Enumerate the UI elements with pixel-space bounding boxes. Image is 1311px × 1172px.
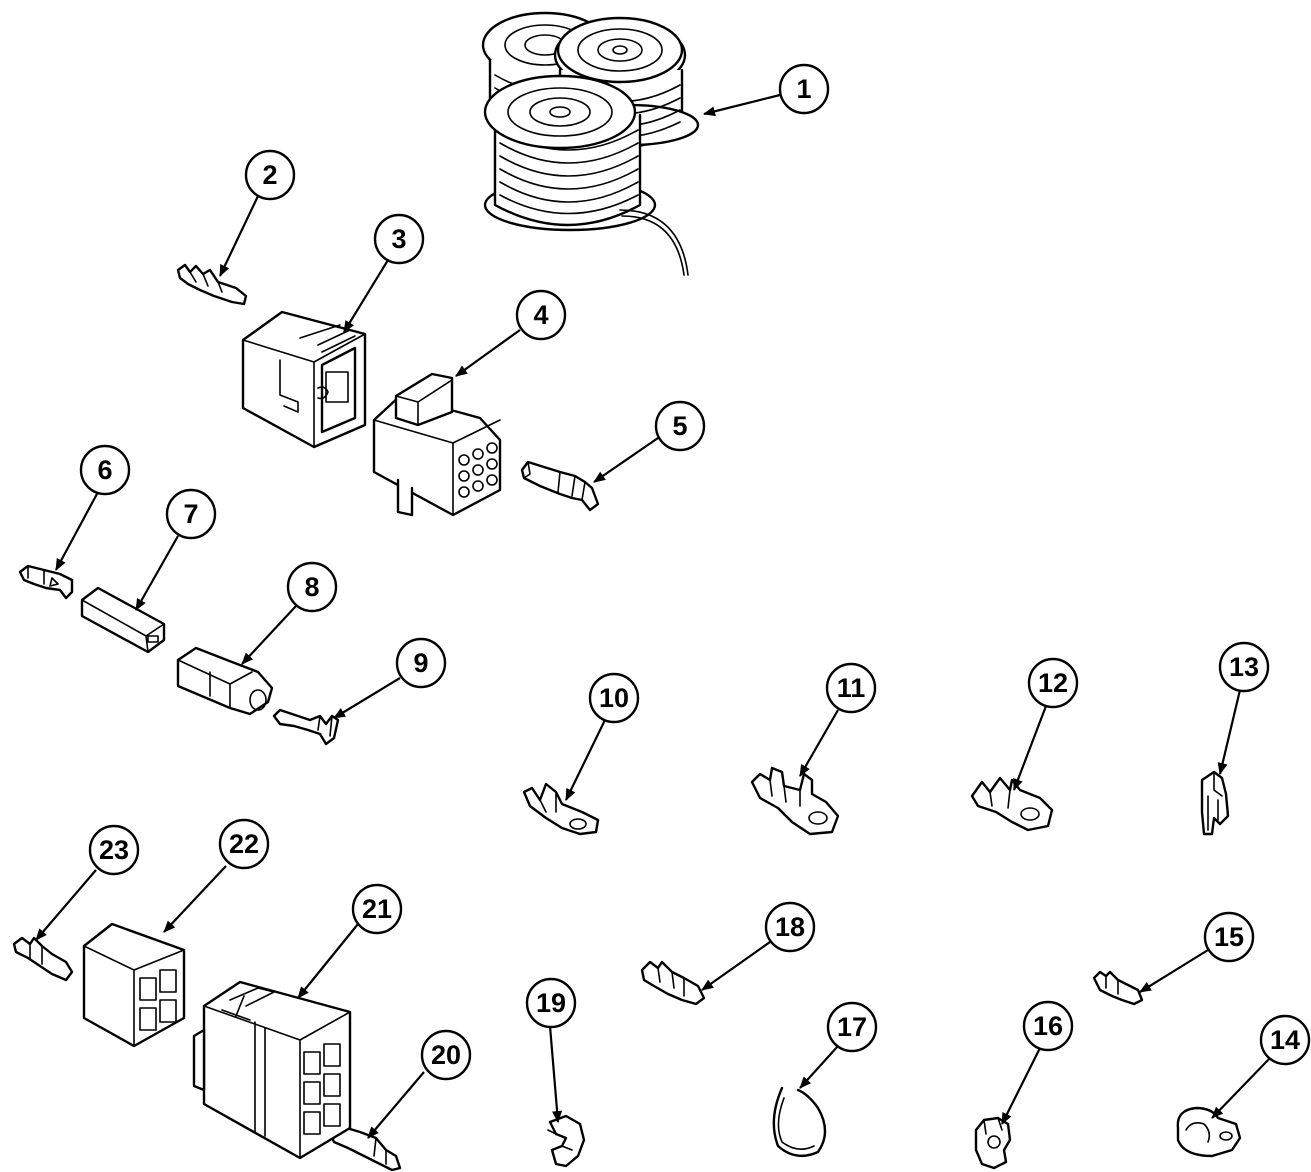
leader-16: [1001, 1047, 1041, 1125]
clip-16-illustration: [974, 1116, 1012, 1170]
callout-15-label: 15: [1214, 922, 1244, 952]
leader-4: [455, 329, 521, 377]
leader-10: [565, 719, 606, 801]
leader-8: [241, 605, 297, 665]
leader-3: [343, 259, 389, 333]
callout-4: 4: [515, 289, 567, 341]
connector-22-illustration: [82, 922, 186, 1048]
terminal-18-illustration: [640, 960, 706, 1006]
leader-2: [219, 195, 259, 277]
ring-terminal-10-illustration: [522, 782, 600, 836]
callout-14: 14: [1259, 1014, 1311, 1066]
callout-5-label: 5: [672, 411, 687, 441]
callout-17: 17: [826, 1001, 878, 1053]
connector-7-illustration: [80, 586, 166, 654]
callout-11: 11: [825, 662, 877, 714]
callout-6: 6: [79, 444, 131, 496]
callout-10-label: 10: [599, 683, 629, 713]
callout-19: 19: [525, 977, 577, 1029]
callout-13: 13: [1218, 641, 1270, 693]
terminal-20-illustration: [328, 1124, 402, 1172]
callout-12-label: 12: [1038, 668, 1068, 698]
callout-7: 7: [165, 488, 217, 540]
callout-15: 15: [1203, 911, 1255, 963]
terminal-9-illustration: [272, 708, 340, 746]
leader-lines: [35, 93, 1271, 1139]
leader-1: [703, 93, 781, 117]
leader-5: [593, 437, 659, 483]
callout-10: 10: [588, 672, 640, 724]
connector-21-illustration: [192, 980, 352, 1160]
callout-9-label: 9: [413, 648, 428, 678]
clip-17-illustration: [772, 1086, 827, 1158]
clamp-14-illustration: [1176, 1106, 1242, 1158]
callout-1-label: 1: [796, 74, 811, 104]
callout-19-label: 19: [536, 988, 566, 1018]
callout-22-label: 22: [229, 829, 259, 859]
callout-3-label: 3: [391, 224, 406, 254]
leader-9: [333, 677, 401, 719]
leader-23: [35, 869, 97, 941]
leader-7: [135, 535, 179, 611]
callout-13-label: 13: [1229, 652, 1259, 682]
callout-11-label: 11: [837, 673, 866, 703]
leader-20: [367, 1071, 425, 1139]
callout-17-label: 17: [837, 1012, 867, 1042]
callout-2-label: 2: [262, 160, 277, 190]
leader-19: [548, 1025, 563, 1123]
leader-14: [1211, 1057, 1271, 1119]
terminal-5-illustration: [520, 460, 600, 512]
callout-12: 12: [1027, 657, 1079, 709]
callout-20: 20: [420, 1029, 472, 1081]
callout-2: 2: [244, 149, 296, 201]
callout-6-label: 6: [97, 455, 112, 485]
callout-23-label: 23: [99, 835, 129, 865]
terminal-15-illustration: [1092, 970, 1144, 1006]
leader-11: [799, 709, 839, 777]
leader-21: [297, 923, 359, 999]
connector-3-illustration: [241, 310, 367, 449]
connector-8-illustration: [176, 646, 274, 716]
callout-21: 21: [351, 883, 403, 935]
callout-23: 23: [88, 824, 140, 876]
ring-terminal-11-illustration: [750, 766, 840, 836]
leader-12: [1012, 705, 1048, 791]
callout-22: 22: [218, 818, 270, 870]
terminal-13-illustration: [1200, 770, 1230, 836]
leader-6: [55, 491, 99, 571]
connector-4-illustration: [372, 372, 502, 517]
callout-8-label: 8: [304, 572, 319, 602]
terminal-2-illustration: [176, 263, 248, 306]
leader-18: [701, 941, 771, 991]
callout-16-label: 16: [1033, 1011, 1063, 1041]
callout-16: 16: [1022, 1000, 1074, 1052]
callout-7-label: 7: [183, 499, 198, 529]
callout-20-label: 20: [431, 1040, 461, 1070]
leader-13: [1217, 689, 1242, 775]
callout-5: 5: [654, 400, 706, 452]
clip-19-illustration: [547, 1114, 586, 1168]
callout-14-label: 14: [1270, 1025, 1300, 1055]
leader-15: [1139, 949, 1209, 993]
leader-17: [799, 1045, 839, 1089]
callout-8: 8: [286, 561, 338, 613]
terminal-6-illustration: [18, 564, 74, 600]
callout-21-label: 21: [362, 894, 392, 924]
callout-1: 1: [778, 63, 830, 115]
callout-3: 3: [373, 213, 425, 265]
callout-18: 18: [764, 901, 816, 953]
terminal-23-illustration: [12, 936, 74, 982]
wire-spools-illustration: [481, 11, 700, 276]
callout-9: 9: [395, 637, 447, 689]
callout-4-label: 4: [533, 300, 548, 330]
leader-22: [163, 865, 227, 933]
ring-terminal-12-illustration: [970, 776, 1054, 832]
callout-18-label: 18: [775, 912, 805, 942]
